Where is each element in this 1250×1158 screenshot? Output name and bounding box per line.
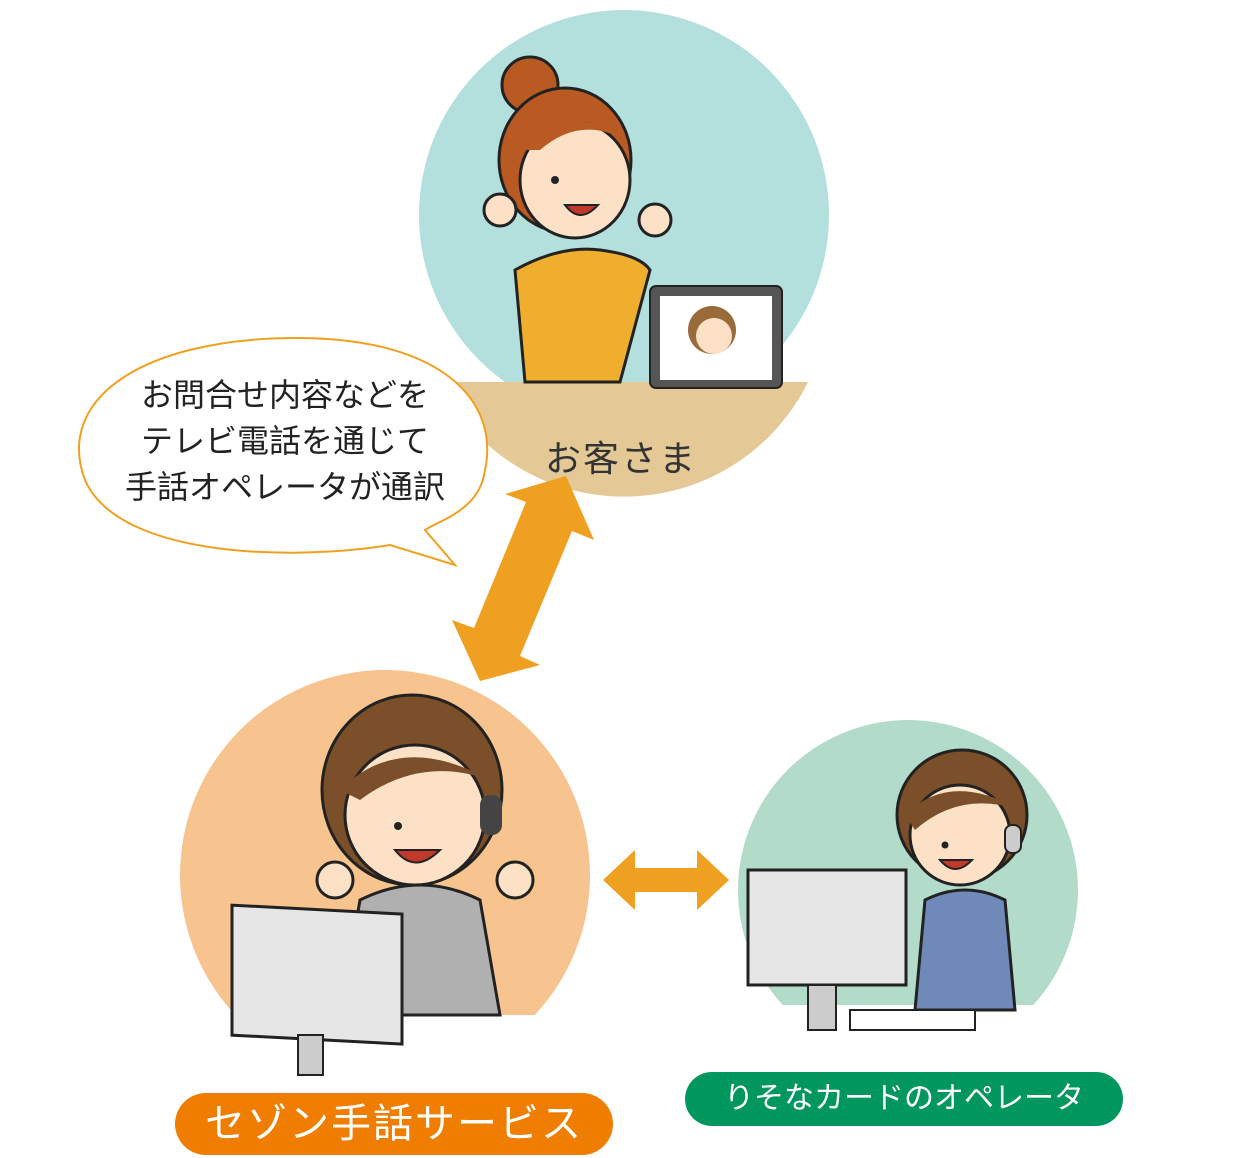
bubble-line: テレビ電話を通じて — [140, 422, 429, 460]
sign-interpreter-illustration — [180, 670, 590, 1092]
customer-label: お客さま — [545, 439, 698, 480]
arrow-service-operator — [603, 850, 729, 910]
bubble-line: お問合せ内容などを — [140, 376, 429, 414]
operator-label: りそなカードのオペレータ — [685, 1072, 1123, 1126]
sign-service-label: セゾン手話サービス — [175, 1093, 613, 1155]
speech-bubble-text: お問合せ内容などを テレビ電話を通じて 手話オペレータが通訳 — [100, 372, 470, 510]
speech-bubble — [78, 336, 489, 567]
arrow-customer-service — [452, 476, 594, 681]
customer-illustration — [419, 10, 829, 497]
operator-illustration — [738, 720, 1078, 1126]
bubble-line: 手話オペレータが通訳 — [124, 468, 445, 506]
